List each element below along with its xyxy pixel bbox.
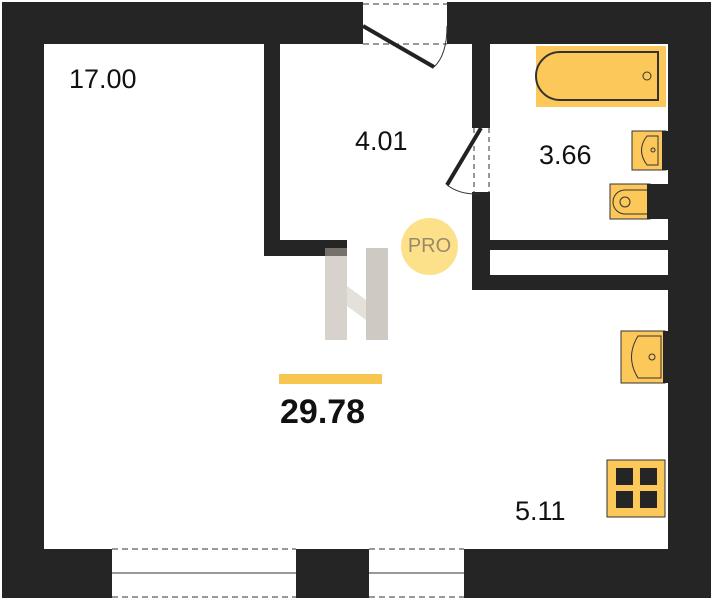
total-area: 29.78 [280, 393, 366, 431]
bathroom-sink-icon [631, 130, 668, 171]
bathroom-door[interactable] [445, 123, 490, 197]
bathroom-area: 3.66 [539, 140, 592, 170]
total-area-bar [279, 374, 382, 384]
living-room-area: 17.00 [69, 64, 137, 94]
stove-icon [606, 459, 666, 518]
watermark-logo [325, 248, 388, 340]
pro-badge: PRO [401, 218, 458, 275]
kitchen-sink-icon [620, 330, 668, 384]
window-left [108, 548, 300, 598]
bathtub-icon [535, 46, 666, 107]
hallway-area: 4.01 [355, 126, 408, 156]
window-right [365, 548, 468, 598]
toilet-icon [609, 183, 668, 220]
kitchen-area: 5.11 [515, 496, 566, 526]
entrance-door[interactable] [357, 2, 453, 69]
